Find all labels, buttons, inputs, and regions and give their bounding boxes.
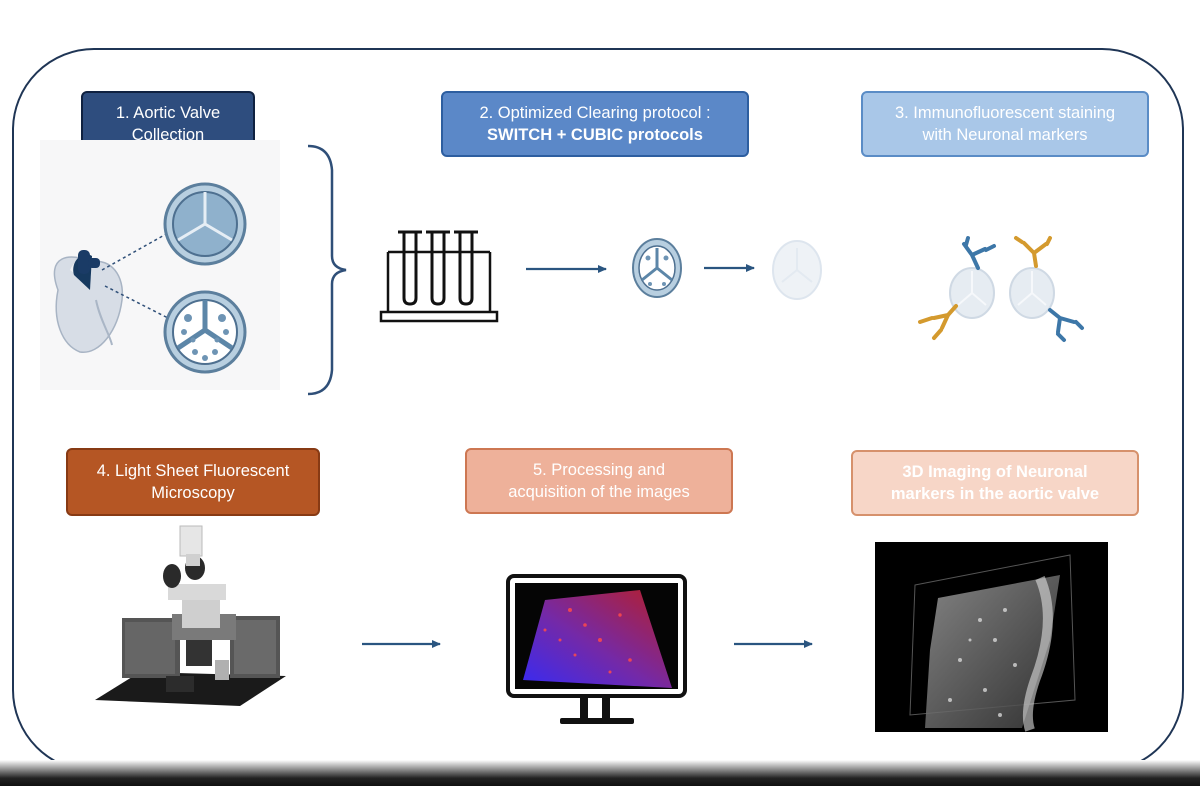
aortic-valve-closed-icon [163, 182, 247, 266]
bottom-shadow [0, 760, 1200, 786]
step-2-line-1: 2. Optimized Clearing protocol : [479, 104, 711, 122]
step-2-label: 2. Optimized Clearing protocol : SWITCH +… [441, 91, 749, 157]
step-3-line-1: 3. Immunofluorescent staining [894, 104, 1116, 122]
step-5-line-1: 5. Processing and [532, 461, 666, 479]
stained-valves-icon [949, 267, 1055, 319]
step-4-line-2: Microscopy [151, 484, 235, 502]
connector-line [101, 232, 169, 271]
microscope-icon [95, 525, 286, 706]
step-4-line-1: 4. Light Sheet Fluorescent [96, 462, 290, 480]
aortic-valve-open-icon [163, 290, 247, 374]
cleared-valve-icon [772, 240, 822, 300]
step-3-line-2: with Neuronal markers [922, 126, 1088, 144]
antibody-icon [918, 236, 1084, 342]
step-3-label: 3. Immunofluorescent staining with Neuron… [861, 91, 1149, 157]
step-5-line-2: acquisition of the images [508, 483, 690, 501]
heart-icon [40, 140, 280, 390]
small-valve-icon [632, 238, 682, 298]
step-5-label: 5. Processing and acquisition of the imag… [465, 448, 733, 514]
monitor-icon [506, 574, 687, 724]
step-1-line-1: 1. Aortic Valve [115, 104, 221, 122]
step-1-line-2: Collection [131, 126, 205, 144]
step-2-line-2: SWITCH + CUBIC protocols [487, 126, 703, 144]
test-tubes-icon [379, 230, 499, 323]
3d-valve-image [875, 542, 1108, 732]
step-6-line-2: markers in the aortic valve [890, 485, 1100, 503]
step-6-label: 3D Imaging of Neuronal markers in the aor… [851, 450, 1139, 516]
step-6-line-1: 3D Imaging of Neuronal [902, 463, 1088, 481]
brace-icon [307, 144, 347, 396]
